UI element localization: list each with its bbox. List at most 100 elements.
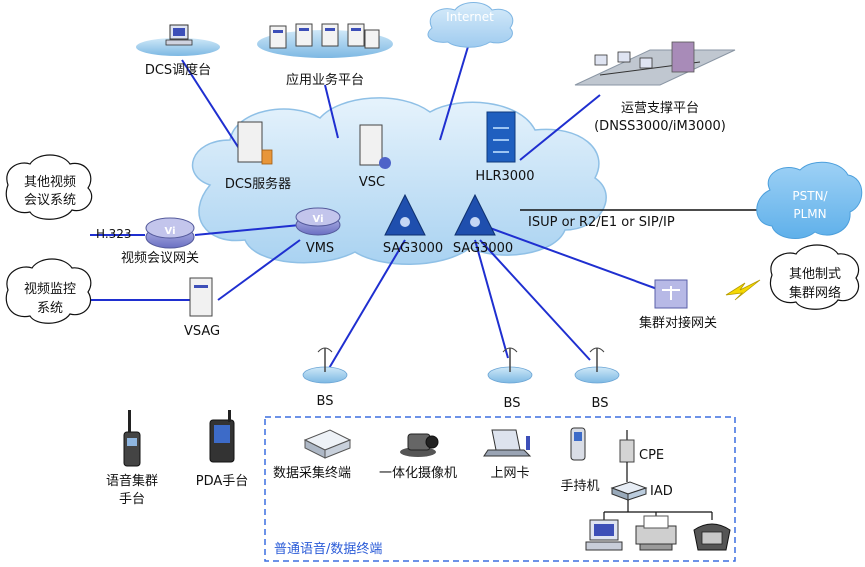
- internet-cloud: Internet: [427, 2, 514, 48]
- other-trunk-label-1: 其他制式: [789, 267, 841, 282]
- cpe-label: CPE: [639, 448, 664, 463]
- lightning-icon: [725, 279, 761, 301]
- net-card-node: 上网卡: [483, 429, 532, 481]
- link-sag-bs2: [474, 239, 509, 359]
- bs-label-3: BS: [592, 396, 609, 411]
- dcs-server-node: DCS服务器: [225, 121, 291, 192]
- link-app-platform: [324, 84, 339, 139]
- link-sag-trunk: [489, 227, 661, 291]
- server-icon: [359, 124, 383, 166]
- video-gateway-node: Vi 视频会议网关: [121, 217, 199, 266]
- pda-terminal-node: PDA手台: [196, 410, 249, 489]
- link-video-gw-vms: [194, 224, 301, 236]
- vsc-label: VSC: [359, 175, 385, 190]
- data-terminal-node: 数据采集终端: [273, 429, 352, 481]
- other-video-node: 其他视频 会议系统: [5, 154, 93, 220]
- gateway-icon: [654, 279, 688, 309]
- server-icon: [189, 277, 213, 317]
- user-icon: [379, 157, 391, 169]
- sag-left-node: SAG3000: [383, 193, 443, 256]
- svg-text:Vi: Vi: [313, 214, 324, 225]
- link-vsag-vms: [217, 239, 301, 301]
- oss-platform-sub-label: (DNSS3000/iM3000): [594, 119, 726, 134]
- terminal-group-box: [264, 416, 736, 562]
- sag-right-node: SAG3000: [453, 193, 513, 256]
- voice-terminal-label-2: 手台: [119, 492, 145, 507]
- dcs-console-node: DCS调度台: [136, 24, 220, 78]
- camera-label: 一体化摄像机: [379, 466, 457, 481]
- oss-platform-node: 运营支撑平台 (DNSS3000/iM3000): [574, 41, 736, 134]
- server-icon: [671, 41, 695, 73]
- link-dcs-console: [181, 59, 241, 151]
- handset-label: 手持机: [560, 479, 599, 494]
- trunk-gateway-label: 集群对接网关: [639, 315, 717, 331]
- hlr-label: HLR3000: [475, 169, 534, 184]
- handset-node: 手持机: [560, 427, 600, 494]
- app-platform-label: 应用业务平台: [286, 72, 364, 88]
- voice-terminal-label-1: 语音集群: [106, 473, 158, 489]
- link-sag-bs3: [479, 239, 591, 361]
- firewall-icon: [486, 111, 516, 163]
- bs-node-3: BS: [574, 347, 620, 411]
- link-internet: [439, 39, 471, 141]
- sag-right-label: SAG3000: [453, 241, 513, 256]
- plmn-label: PLMN: [793, 207, 826, 221]
- vsag-node: VSAG: [184, 277, 220, 339]
- internet-label: Internet: [446, 10, 494, 24]
- pad-ellipse: [136, 38, 220, 56]
- net-card-label: 上网卡: [490, 466, 529, 481]
- link-sag-bs1: [327, 239, 406, 371]
- data-terminal-label: 数据采集终端: [273, 465, 351, 481]
- sag-icon: [454, 193, 496, 236]
- link-oss: [519, 94, 601, 161]
- vsag-label: VSAG: [184, 324, 220, 339]
- hlr-node: HLR3000: [475, 111, 535, 184]
- pstn-label: PSTN/: [792, 189, 828, 203]
- bs-node-2: BS: [487, 347, 533, 411]
- cpe-node: CPE: [619, 430, 664, 463]
- video-monitor-label-1: 视频监控: [24, 282, 76, 297]
- terminal-group-label: 普通语音/数据终端: [274, 541, 382, 557]
- video-gateway-label: 视频会议网关: [121, 251, 199, 266]
- links: [60, 39, 760, 371]
- desktop-computer-icon: [585, 519, 623, 551]
- sag-left-label: SAG3000: [383, 241, 443, 256]
- server-icon: [237, 121, 263, 163]
- h323-label: H.323: [96, 227, 132, 241]
- video-monitor-node: 视频监控 系统: [5, 258, 92, 324]
- other-trunk-node: 其他制式 集群网络: [769, 244, 860, 310]
- dcs-console-label: DCS调度台: [145, 62, 211, 78]
- voice-terminal-node: 语音集群 手台: [106, 410, 158, 507]
- radio-icon: [123, 431, 141, 467]
- video-monitor-label-2: 系统: [37, 301, 63, 316]
- other-video-label-1: 其他视频: [24, 175, 76, 190]
- vms-node: Vi VMS: [295, 207, 341, 256]
- bs-label-1: BS: [317, 394, 334, 409]
- server-icon: [269, 23, 380, 49]
- pstn-cloud: PSTN/ PLMN: [756, 161, 863, 240]
- pda-terminal-label: PDA手台: [196, 474, 249, 489]
- bs-label-2: BS: [504, 396, 521, 411]
- camera-node: 一体化摄像机: [379, 433, 457, 481]
- svg-text:Vi: Vi: [165, 226, 176, 237]
- monitor-icon: [594, 54, 608, 66]
- vsc-node: VSC: [359, 124, 391, 190]
- trunk-gateway-node: 集群对接网关: [639, 279, 717, 331]
- laptop-icon: [491, 429, 521, 451]
- sag-icon: [384, 193, 426, 236]
- fax-icon: [635, 515, 677, 551]
- iad-node: IAD: [610, 481, 673, 501]
- other-video-label-2: 会议系统: [24, 193, 76, 208]
- bs-node-1: BS: [302, 347, 348, 409]
- iad-label: IAD: [650, 484, 673, 499]
- app-platform-node: 应用业务平台: [257, 23, 393, 88]
- iad-links: [603, 500, 713, 520]
- oss-platform-label: 运营支撑平台: [621, 101, 699, 116]
- other-trunk-label-2: 集群网络: [789, 285, 841, 301]
- dcs-server-label: DCS服务器: [225, 176, 291, 192]
- cpe-icon: [619, 439, 635, 463]
- isup-label: ISUP or R2/E1 or SIP/IP: [528, 215, 675, 230]
- telephone-icon: [693, 523, 731, 551]
